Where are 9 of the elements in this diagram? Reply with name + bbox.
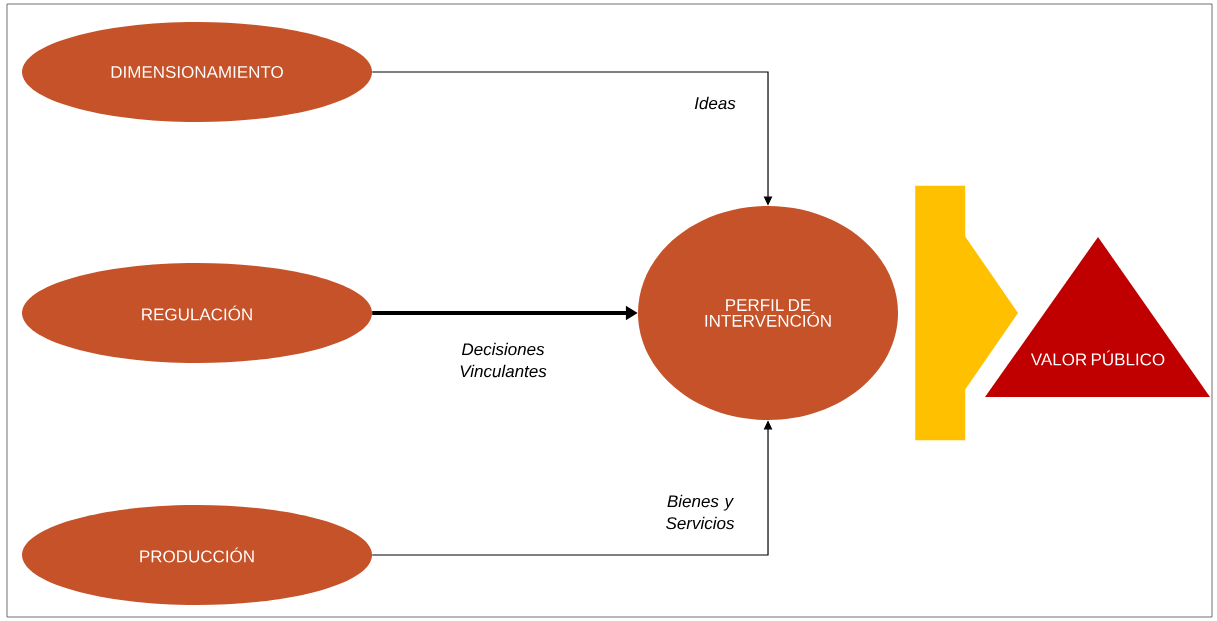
- ellipse-node: DIMENSIONAMIENTO: [22, 22, 372, 122]
- block-arrow: [915, 185, 1018, 441]
- edge-label: Decisiones Vinculantes: [460, 342, 547, 378]
- ellipse-node: PERFIL DE INTERVENCIÓN: [638, 206, 898, 420]
- triangle-node: VALOR PÚBLICO: [985, 237, 1210, 397]
- ellipse-node: PRODUCCIÓN: [22, 505, 372, 605]
- edge-label: Bienes y Servicios: [666, 494, 735, 530]
- ellipse-node: REGULACIÓN: [22, 263, 372, 363]
- edge-label: Ideas: [694, 96, 736, 110]
